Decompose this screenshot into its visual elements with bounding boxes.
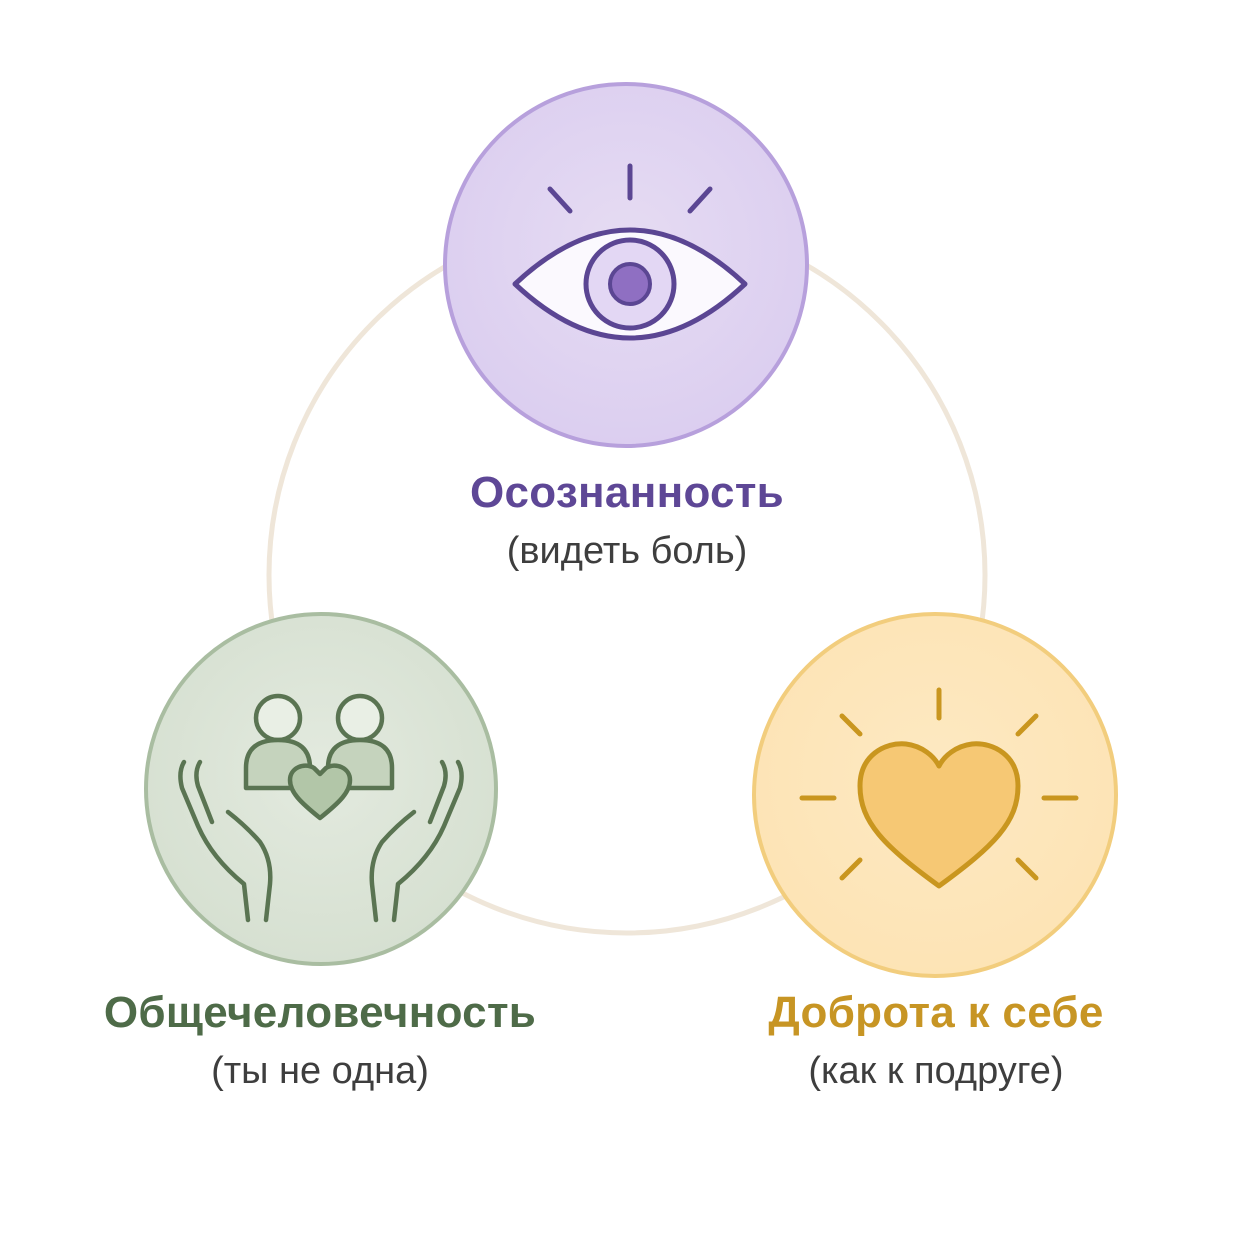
- common-humanity-title: Общечеловечность: [103, 988, 537, 1037]
- mindfulness-label: Осознанность (видеть боль): [377, 468, 877, 573]
- self-kindness-title: Доброта к себе: [768, 988, 1104, 1037]
- hands-people-heart-icon: [178, 693, 464, 923]
- common-humanity-subtitle: (ты не одна): [211, 1050, 429, 1092]
- sun-heart-icon: [799, 687, 1079, 889]
- mindfulness-subtitle: (видеть боль): [506, 530, 748, 572]
- self-kindness-label: Доброта к себе (как к подруге): [686, 988, 1186, 1093]
- common-humanity-label: Общечеловечность (ты не одна): [40, 988, 600, 1093]
- mindfulness-circle: [443, 82, 809, 448]
- common-humanity-circle: [144, 612, 498, 966]
- self-kindness-subtitle: (как к подруге): [808, 1050, 1064, 1092]
- mindfulness-title: Осознанность: [469, 468, 785, 517]
- self-kindness-circle: [752, 612, 1118, 978]
- eye-icon: [512, 163, 748, 341]
